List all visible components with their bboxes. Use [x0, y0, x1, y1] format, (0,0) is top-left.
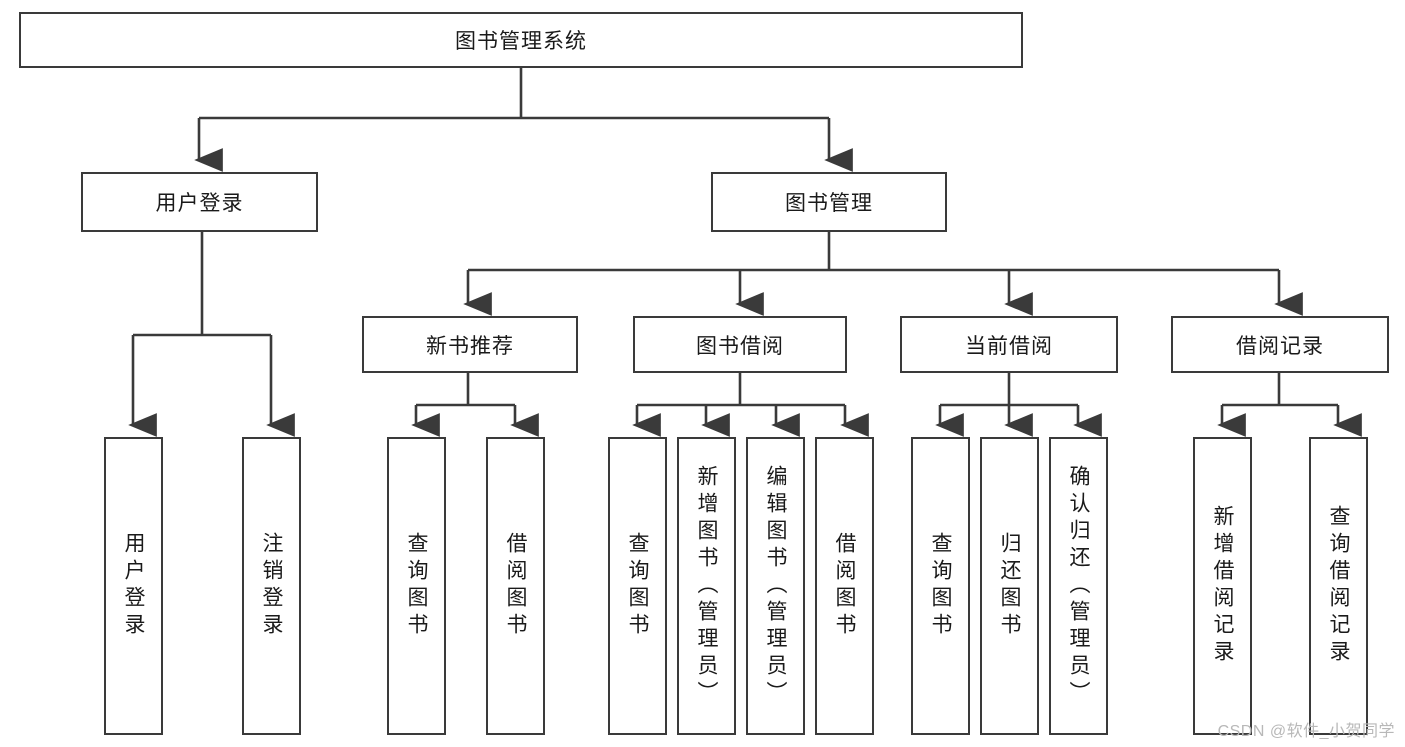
node-label: 新书推荐	[426, 334, 514, 358]
node-label: 新增图书（管理员）	[695, 464, 718, 708]
node-current-borrow[interactable]: 当前借阅	[900, 316, 1118, 373]
node-user-login[interactable]: 用户登录	[81, 172, 318, 232]
node-leaf-borrow-book-2[interactable]: 借阅图书	[815, 437, 874, 735]
node-leaf-add-borrow-record[interactable]: 新增借阅记录	[1193, 437, 1252, 735]
node-label: 用户登录	[155, 192, 244, 215]
node-borrow-record[interactable]: 借阅记录	[1171, 316, 1389, 373]
node-root-book-management-system[interactable]: 图书管理系统	[19, 12, 1023, 68]
node-leaf-return-book[interactable]: 归还图书	[980, 437, 1039, 735]
node-label: 编辑图书（管理员）	[764, 464, 787, 708]
node-label: 查询图书	[405, 532, 428, 640]
node-leaf-confirm-return[interactable]: 确认归还（管理员）	[1049, 437, 1108, 735]
node-leaf-edit-book[interactable]: 编辑图书（管理员）	[746, 437, 805, 735]
node-label: 查询图书	[626, 532, 649, 640]
node-book-management[interactable]: 图书管理	[711, 172, 947, 232]
node-label: 确认归还（管理员）	[1067, 464, 1090, 708]
node-label: 借阅图书	[833, 532, 856, 640]
node-leaf-query-book-2[interactable]: 查询图书	[608, 437, 667, 735]
node-label: 查询借阅记录	[1327, 505, 1350, 667]
node-leaf-query-borrow-record[interactable]: 查询借阅记录	[1309, 437, 1368, 735]
node-leaf-borrow-book-1[interactable]: 借阅图书	[486, 437, 545, 735]
watermark-text: CSDN @软件_小贺同学	[1217, 723, 1395, 740]
node-book-borrow[interactable]: 图书借阅	[633, 316, 847, 373]
node-label: 查询图书	[929, 532, 952, 640]
node-new-book-recommend[interactable]: 新书推荐	[362, 316, 578, 373]
node-label: 用户登录	[122, 532, 145, 640]
node-label: 借阅记录	[1236, 334, 1324, 358]
node-leaf-query-book-3[interactable]: 查询图书	[911, 437, 970, 735]
node-label: 图书管理	[785, 192, 873, 215]
node-label: 图书借阅	[696, 334, 784, 358]
node-leaf-add-book[interactable]: 新增图书（管理员）	[677, 437, 736, 735]
node-label: 借阅图书	[504, 532, 527, 640]
node-label: 新增借阅记录	[1211, 505, 1234, 667]
node-label: 归还图书	[998, 532, 1021, 640]
node-label: 图书管理系统	[455, 30, 587, 53]
node-leaf-user-login[interactable]: 用户登录	[104, 437, 163, 735]
node-label: 注销登录	[260, 532, 283, 640]
node-label: 当前借阅	[965, 334, 1053, 358]
node-leaf-query-book-1[interactable]: 查询图书	[387, 437, 446, 735]
node-leaf-logout-login[interactable]: 注销登录	[242, 437, 301, 735]
